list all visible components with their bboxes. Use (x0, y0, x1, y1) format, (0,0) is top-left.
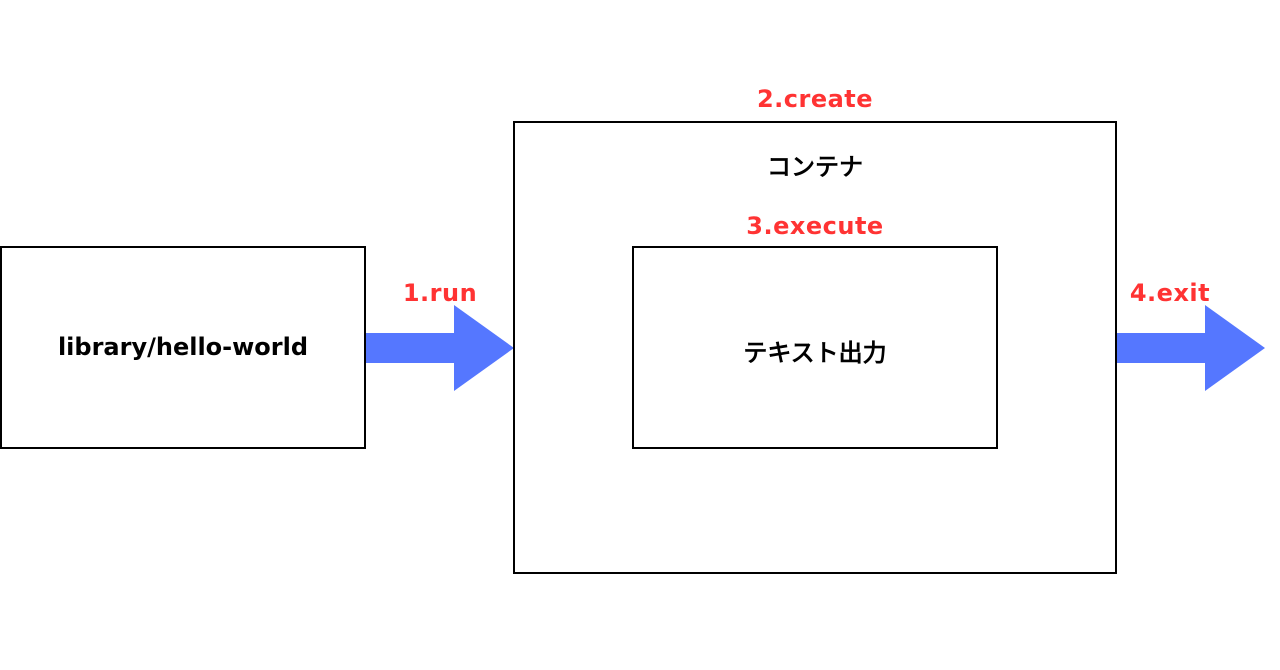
source-box (0, 246, 366, 449)
container-label: コンテナ (767, 153, 863, 181)
run-arrow (366, 305, 514, 391)
inner-label: テキスト出力 (743, 339, 887, 367)
execute-step-label: 3.execute (746, 212, 884, 240)
run-step-label: 1.run (402, 279, 478, 307)
create-step-label: 2.create (756, 85, 874, 113)
exit-step-label: 4.exit (1129, 279, 1211, 307)
source-label: library/hello-world (57, 333, 309, 361)
exit-arrow (1117, 305, 1265, 391)
inner-box (632, 246, 998, 449)
